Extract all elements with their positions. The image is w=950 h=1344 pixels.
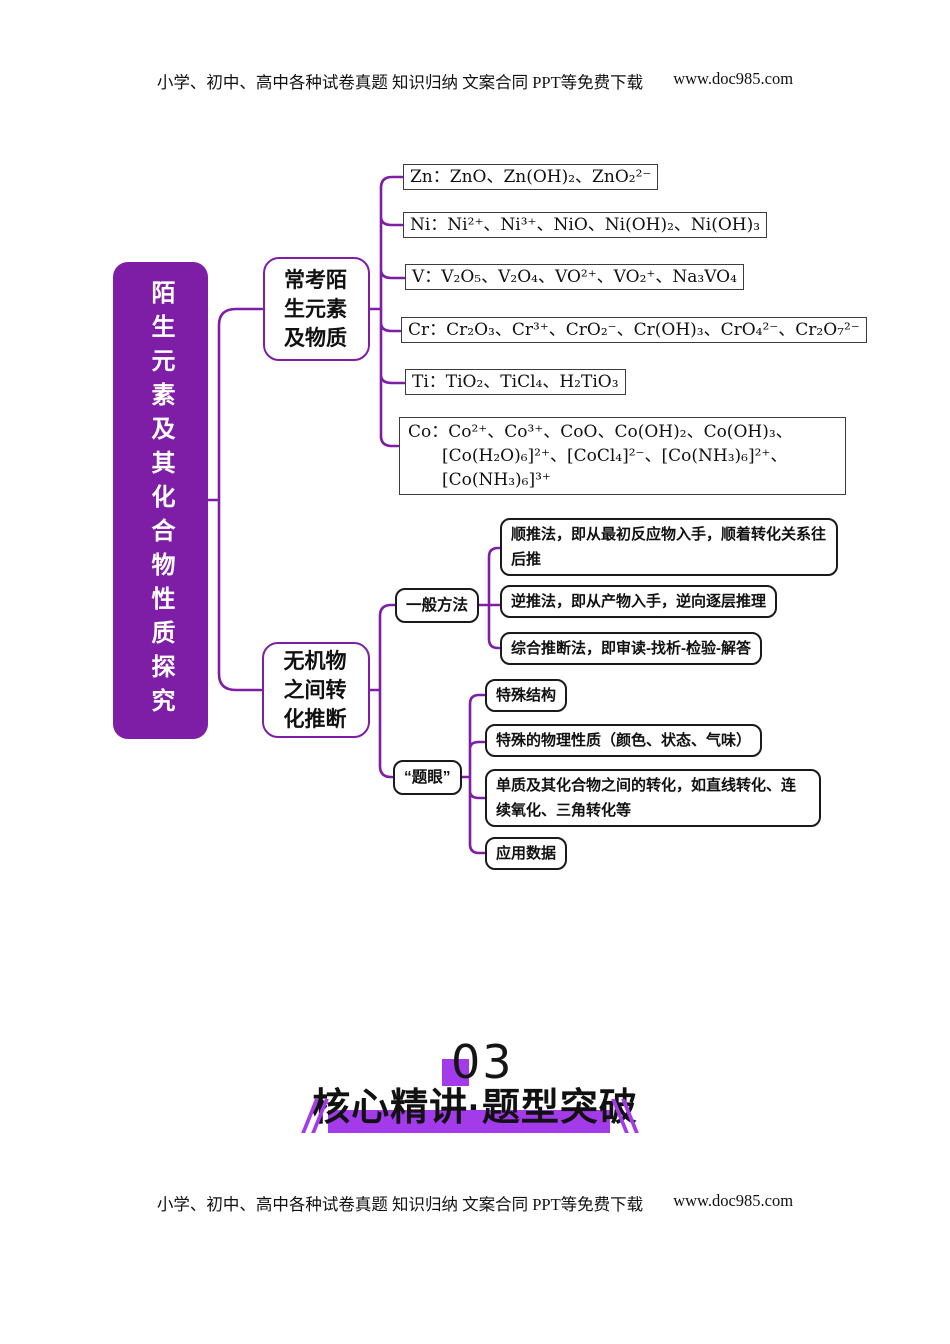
- branch-elements-label: 常考陌生元素及物质: [284, 268, 347, 350]
- chem-item-ti: Ti：TiO₂、TiCl₄、H₂TiO₃: [405, 369, 626, 395]
- chem-item-cr: Cr：Cr₂O₃、Cr³⁺、CrO₂⁻、Cr(OH)₃、CrO₄²⁻、Cr₂O₇…: [401, 317, 867, 343]
- page-footer: 小学、初中、高中各种试卷真题 知识归纳 文案合同 PPT等免费下载 www.do…: [0, 1191, 950, 1215]
- section-title: 核心精讲·题型突破: [312, 1087, 638, 1129]
- footer-url: www.doc985.com: [673, 1191, 794, 1210]
- chem-item-ni: Ni：Ni²⁺、Ni³⁺、NiO、Ni(OH)₂、Ni(OH)₃: [403, 212, 768, 238]
- clue-item-structure: 特殊结构: [485, 679, 568, 712]
- method-item-forward: 顺推法，即从最初反应物入手，顺着转化关系往后推: [500, 518, 838, 576]
- mindmap-root-label: 陌生元素及其化合物性质探究: [147, 279, 174, 722]
- group-general-methods: 一般方法: [395, 588, 480, 623]
- branch-inference-node: 无机物之间转化推断: [262, 642, 370, 738]
- section-title-highlight-bar: [328, 1110, 610, 1133]
- decor-slash-right-icon: [611, 1099, 642, 1135]
- chem-item-co: Co：Co²⁺、Co³⁺、CoO、Co(OH)₂、Co(OH)₃、[Co(H₂O…: [399, 417, 846, 495]
- method-item-composite: 综合推断法，即审读-找析-检验-解答: [500, 632, 762, 665]
- header-url: www.doc985.com: [673, 69, 794, 88]
- clue-item-data: 应用数据: [485, 837, 568, 870]
- chem-item-zn: Zn：ZnO、Zn(OH)₂、ZnO₂²⁻: [403, 164, 659, 190]
- section-number-square: [442, 1059, 469, 1086]
- section-number: 03: [451, 1035, 514, 1089]
- mindmap-root-node: 陌生元素及其化合物性质探究: [113, 262, 208, 739]
- branch-inference-label: 无机物之间转化推断: [283, 649, 347, 731]
- branch-elements-node: 常考陌生元素及物质: [263, 257, 370, 361]
- chem-item-v: V：V₂O₅、V₂O₄、VO²⁺、VO₂⁺、Na₃VO₄: [405, 264, 744, 290]
- decor-slash-left-icon: [301, 1099, 332, 1135]
- group-key-clues: “题眼”: [393, 760, 462, 795]
- clue-item-physical: 特殊的物理性质（颜色、状态、气味）: [485, 724, 763, 757]
- header-text: 小学、初中、高中各种试卷真题 知识归纳 文案合同 PPT等免费下载: [156, 73, 644, 92]
- footer-text: 小学、初中、高中各种试卷真题 知识归纳 文案合同 PPT等免费下载: [156, 1195, 644, 1214]
- page-header: 小学、初中、高中各种试卷真题 知识归纳 文案合同 PPT等免费下载 www.do…: [0, 69, 950, 93]
- clue-item-transform: 单质及其化合物之间的转化，如直线转化、连续氧化、三角转化等: [485, 769, 821, 827]
- method-item-backward: 逆推法，即从产物入手，逆向逐层推理: [500, 585, 778, 618]
